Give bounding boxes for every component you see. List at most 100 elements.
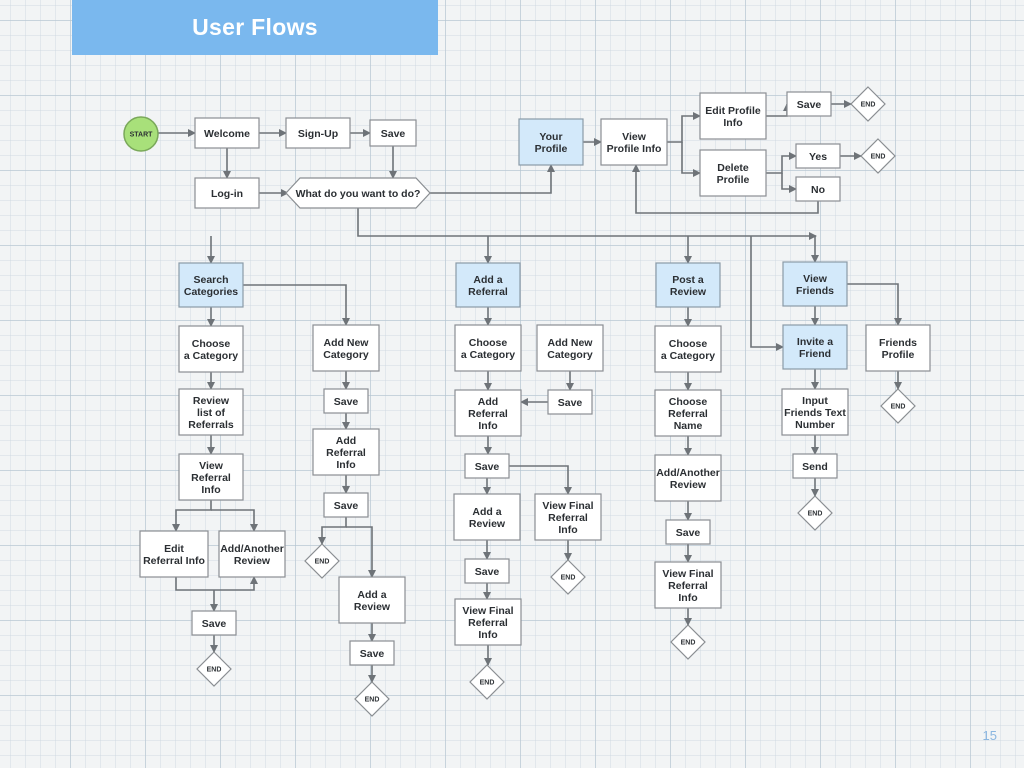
node-label: a Category: [461, 349, 515, 361]
node-box: [369, 119, 417, 147]
node-box: [781, 388, 849, 436]
end-diamond: [860, 138, 896, 174]
node-label: END: [480, 680, 495, 687]
node-label: Referral: [326, 447, 366, 459]
page-number: 15: [982, 728, 997, 743]
node-label: Info: [558, 524, 577, 536]
node-box: [323, 388, 369, 414]
node-label: Edit Profile: [705, 105, 761, 117]
node-no: No: [795, 176, 841, 202]
node-label: Friend: [799, 348, 831, 360]
node-label: Save: [676, 527, 701, 539]
decision-shape: [285, 177, 431, 209]
node-label: Choose: [192, 338, 231, 350]
node-box: [782, 261, 848, 307]
node-label: Add/Another: [220, 543, 284, 555]
node-send: Send: [792, 453, 838, 479]
node-label: Welcome: [204, 128, 250, 140]
node-save-ari-2: Save: [464, 453, 510, 479]
node-end-anc: END: [304, 543, 340, 579]
node-save-anc-1: Save: [323, 388, 369, 414]
node-box: [455, 262, 521, 308]
node-yes: Yes: [795, 143, 841, 169]
node-box: [865, 324, 931, 372]
node-box: [699, 149, 767, 197]
node-label: Referral: [668, 408, 708, 420]
connector-arrow: [766, 152, 797, 174]
node-label: Review: [193, 395, 230, 407]
node-box: [654, 325, 722, 373]
node-label: END: [681, 640, 696, 647]
node-box: [464, 453, 510, 479]
node-label: END: [315, 559, 330, 566]
node-save-search: Save: [191, 610, 237, 636]
node-box: [178, 388, 244, 436]
connector-arrow: [750, 236, 784, 351]
connector-arrow: [430, 164, 555, 194]
node-box: [139, 530, 209, 578]
node-box: [454, 324, 522, 372]
node-box: [782, 324, 848, 370]
node-label: Profile: [882, 349, 915, 361]
node-box: [795, 176, 841, 202]
node-box: [178, 262, 244, 308]
node-box: [518, 118, 584, 166]
node-label: Input: [802, 395, 828, 407]
connector-arrow: [357, 208, 817, 240]
node-label: Referral: [468, 408, 508, 420]
node-box: [323, 492, 369, 518]
node-label: START: [130, 132, 154, 139]
node-box: [786, 91, 832, 117]
node-box: [312, 428, 380, 476]
node-label: Info: [478, 420, 497, 432]
node-label: Save: [202, 618, 227, 630]
connector-arrow: [172, 500, 212, 532]
connector-arrow: [243, 284, 350, 326]
node-label: list of: [197, 407, 226, 419]
node-box: [454, 598, 522, 646]
node-label: Review: [670, 479, 707, 491]
node-label: View Final: [662, 568, 713, 580]
connector-arrow: [667, 112, 701, 143]
connector-arrow: [509, 465, 572, 495]
node-label: END: [871, 154, 886, 161]
node-box: [453, 493, 521, 541]
node-box: [536, 324, 604, 372]
node-label: Category: [323, 349, 369, 361]
node-end-send: END: [797, 495, 833, 531]
end-diamond: [797, 495, 833, 531]
node-label: Log-in: [211, 188, 243, 200]
connector-arrow: [175, 576, 258, 591]
node-label: Save: [334, 396, 359, 408]
node-label: Add a: [472, 506, 501, 518]
node-box: [349, 640, 395, 666]
node-label: Referrals: [188, 419, 234, 431]
node-box: [285, 117, 351, 149]
node-box: [454, 389, 522, 437]
end-diamond: [550, 559, 586, 595]
node-label: View: [622, 131, 647, 143]
node-label: Add New: [548, 337, 594, 349]
node-login: Log-in: [194, 177, 260, 209]
start-circle: [123, 116, 159, 152]
node-label: Friends Text: [784, 407, 846, 419]
node-save-aar-1: Save: [349, 640, 395, 666]
node-label: Review: [670, 286, 707, 298]
node-label: Info: [478, 629, 497, 641]
node-end-aar-1: END: [354, 681, 390, 717]
